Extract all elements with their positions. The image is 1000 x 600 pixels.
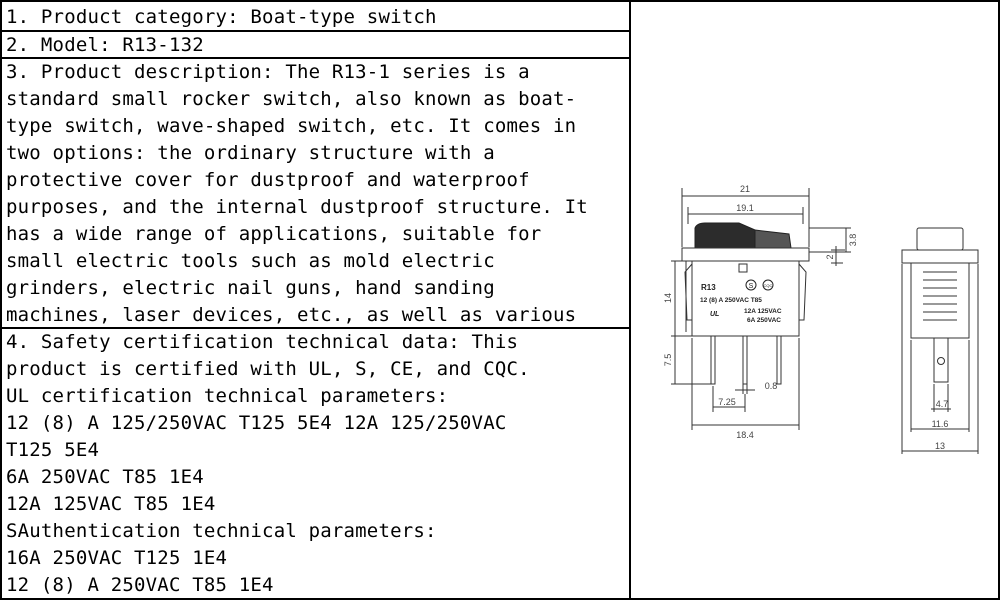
dimension-label: 3.8 <box>848 234 858 247</box>
certification-line: 12 (8) A 125/250VAC T125 5E4 12A 125/250… <box>6 412 507 434</box>
row-divider <box>2 30 629 32</box>
rocker-button <box>754 229 792 249</box>
description-line: standard small rocker switch, also known… <box>6 88 577 110</box>
model-cell: 2. Model: R13-132 <box>2 32 629 57</box>
dimension-label: 11.6 <box>932 419 949 429</box>
ul-mark-icon: UL <box>710 311 719 318</box>
body-model-label: R13 <box>701 283 716 292</box>
rocker-button <box>694 222 756 249</box>
dimension-label: 7.25 <box>718 397 736 407</box>
dimension-label: 2 <box>825 254 835 259</box>
description-line: has a wide range of applications, suitab… <box>6 223 542 245</box>
description-line: protective cover for dustproof and water… <box>6 169 530 191</box>
certification-cell: 4. Safety certification technical data: … <box>2 329 629 600</box>
dimension-label: 7.5 <box>663 354 673 367</box>
s-mark-label: S <box>749 283 754 290</box>
description-line: machines, laser devices, etc., as well a… <box>6 304 577 326</box>
description-line: two options: the ordinary structure with… <box>6 142 495 164</box>
description-cell: 3. Product description: The R13-1 series… <box>2 59 629 327</box>
side-clip <box>798 263 807 321</box>
side-body <box>910 262 970 339</box>
switch-flange <box>681 247 810 262</box>
description-line: small electric tools such as mold electr… <box>6 250 495 272</box>
dimension-label: 13 <box>935 441 945 451</box>
terminal-hole <box>937 357 945 365</box>
certification-line: T125 5E4 <box>6 439 100 461</box>
category-text: 1. Product category: Boat-type switch <box>6 6 437 28</box>
side-rocker <box>916 227 964 251</box>
terminal-pin <box>710 335 716 385</box>
drawing-panel: S CQC R13 12 (8) A 250VAC T85 UL 12A 125… <box>629 2 1000 600</box>
body-rating-label: 12A 125VAC <box>744 308 782 315</box>
s-mark-icon <box>745 279 757 291</box>
description-line: grinders, electric nail guns, hand sandi… <box>6 277 495 299</box>
description-line: purposes, and the internal dustproof str… <box>6 196 588 218</box>
row-divider <box>2 57 629 59</box>
certification-line: UL certification technical parameters: <box>6 385 449 407</box>
certification-line: SAuthentication technical parameters: <box>6 520 437 542</box>
dimension-label: 18.4 <box>736 430 754 440</box>
dimension-label: 14 <box>663 293 673 303</box>
dimension-drawing: S CQC R13 12 (8) A 250VAC T85 UL 12A 125… <box>663 184 979 454</box>
certification-line: 4. Safety certification technical data: … <box>6 331 519 353</box>
description-line: type switch, wave-shaped switch, etc. It… <box>6 115 577 137</box>
dimension-label: 19.1 <box>736 203 754 213</box>
row-divider <box>2 327 629 329</box>
spec-table: 1. Product category: Boat-type switch 2.… <box>2 2 629 600</box>
certification-line: 16A 250VAC T125 1E4 <box>6 547 228 569</box>
certification-line: product is certified with UL, S, CE, and… <box>6 358 530 380</box>
cqc-mark-icon <box>762 279 774 291</box>
side-flange <box>901 249 979 264</box>
certification-line: 6A 250VAC T85 1E4 <box>6 466 204 488</box>
dimension-label: 0.8 <box>765 381 778 391</box>
category-cell: 1. Product category: Boat-type switch <box>2 4 629 30</box>
cqc-mark-label: CQC <box>764 283 773 288</box>
body-rating-label: 12 (8) A 250VAC T85 <box>700 297 762 304</box>
description-line: 3. Product description: The R13-1 series… <box>6 61 530 83</box>
terminal-pin <box>776 335 782 385</box>
model-text: 2. Model: R13-132 <box>6 34 204 56</box>
terminal-pin <box>742 335 748 385</box>
certification-line: 12 (8) A 250VAC T85 1E4 <box>6 574 274 596</box>
dimension-label: 21 <box>740 184 750 194</box>
side-terminal <box>933 337 949 383</box>
certification-line: 12A 125VAC T85 1E4 <box>6 493 216 515</box>
body-rating-label: 6A 250VAC <box>747 317 781 324</box>
terminal-tab <box>738 263 748 273</box>
dimension-label: 4.7 <box>936 399 949 409</box>
